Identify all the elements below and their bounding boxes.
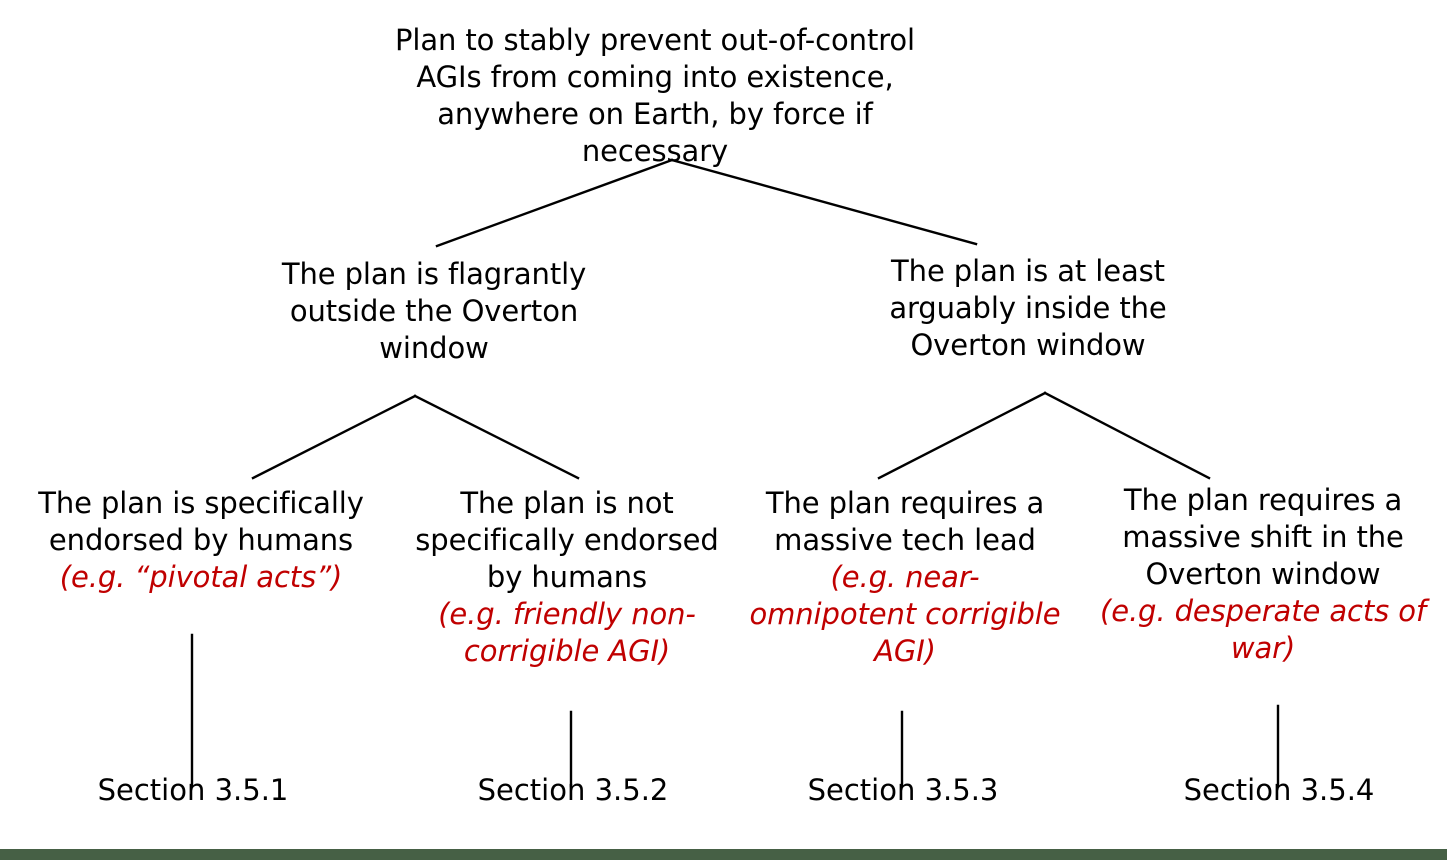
edge-left-to-leaf2 — [413, 394, 580, 480]
node-massive-tech-lead: The plan requires a massive tech lead (e… — [748, 485, 1062, 671]
section-label-3: Section 3.5.3 — [807, 773, 999, 807]
bottom-accent-bar — [0, 849, 1447, 860]
node-massive-overton-shift-example: (e.g. desperate acts of war) — [1099, 594, 1427, 666]
node-specifically-endorsed-example: (e.g. “pivotal acts”) — [59, 560, 343, 595]
node-specifically-endorsed: The plan is specifically endorsed by hum… — [8, 485, 394, 596]
edge-root-to-right — [670, 158, 978, 246]
node-specifically-endorsed-label: The plan is specifically endorsed by hum… — [38, 486, 364, 558]
node-massive-tech-lead-label: The plan requires a massive tech lead — [765, 486, 1045, 558]
node-massive-overton-shift: The plan requires a massive shift in the… — [1090, 482, 1436, 668]
edge-left-to-leaf1 — [251, 394, 417, 480]
section-label-2: Section 3.5.2 — [477, 773, 669, 807]
edge-right-to-leaf4 — [1043, 391, 1211, 480]
section-label-4: Section 3.5.4 — [1183, 773, 1375, 807]
edge-right-to-leaf3 — [877, 391, 1047, 480]
node-massive-overton-shift-label: The plan requires a massive shift in the… — [1122, 483, 1404, 592]
node-flagrantly-outside: The plan is flagrantly outside the Overt… — [248, 256, 620, 367]
node-flagrantly-outside-label: The plan is flagrantly outside the Overt… — [281, 257, 587, 366]
node-arguably-inside: The plan is at least arguably inside the… — [858, 253, 1198, 364]
node-not-specifically-endorsed-example: (e.g. friendly non-corrigible AGI) — [438, 597, 696, 669]
node-not-specifically-endorsed: The plan is not specifically endorsed by… — [404, 485, 730, 671]
edge-root-to-left — [435, 158, 674, 248]
node-arguably-inside-label: The plan is at least arguably inside the… — [889, 254, 1167, 363]
node-root: Plan to stably prevent out-of-control AG… — [365, 22, 945, 170]
section-label-1: Section 3.5.1 — [97, 773, 289, 807]
node-not-specifically-endorsed-label: The plan is not specifically endorsed by… — [415, 486, 719, 595]
node-root-label: Plan to stably prevent out-of-control AG… — [395, 23, 915, 169]
node-massive-tech-lead-example: (e.g. near-omnipotent corrigible AGI) — [749, 560, 1061, 669]
